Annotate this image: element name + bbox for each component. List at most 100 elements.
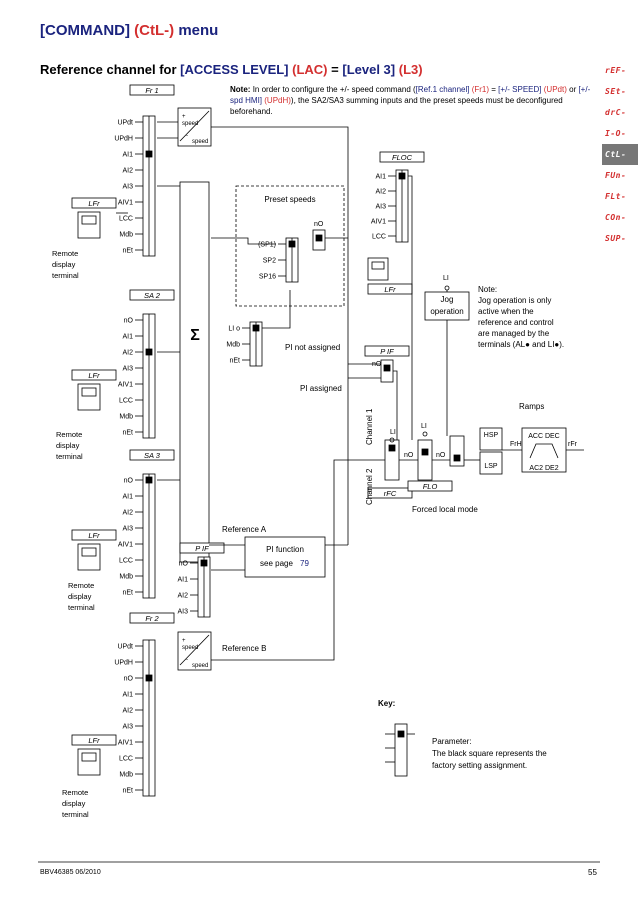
connector-line bbox=[408, 175, 413, 440]
fr2-switch-item: nO bbox=[124, 676, 134, 683]
side-menu-item[interactable]: drC- bbox=[605, 108, 627, 117]
jog-note-label: Note: bbox=[478, 285, 497, 294]
fr2-switch-item: AIV1 bbox=[118, 740, 133, 747]
lfr4-remote-label: display bbox=[62, 799, 86, 808]
fr2-switch-item: UPdH bbox=[114, 660, 133, 667]
floc-code: FLOC bbox=[392, 153, 413, 162]
channel1-label: Channel 1 bbox=[365, 408, 374, 445]
jog-label: Jog bbox=[441, 295, 454, 304]
fr1-switch-selected bbox=[145, 150, 153, 158]
diagram-label: FrH bbox=[510, 441, 522, 448]
fr2-switch-item: LCC bbox=[119, 756, 133, 763]
lfr3-remote-label: terminal bbox=[68, 603, 95, 612]
diagram-label: + bbox=[182, 638, 186, 644]
key-desc: factory setting assignment. bbox=[432, 761, 527, 770]
sa3-switch-selected bbox=[145, 476, 153, 484]
factory-setting-square bbox=[315, 234, 323, 242]
diagram-label: HSP bbox=[484, 432, 499, 439]
side-menu-item[interactable]: FUn- bbox=[605, 171, 627, 180]
fr1-box bbox=[129, 84, 175, 96]
sa3-switch-item: LCC bbox=[119, 558, 133, 565]
fr2-code: Fr 2 bbox=[145, 614, 159, 623]
diagram-label: nO bbox=[404, 452, 414, 459]
floc-lfr-code: LFr bbox=[384, 285, 396, 294]
jog-note-line: Jog operation is only bbox=[478, 296, 551, 305]
fr1-switch-item: AIV1 bbox=[118, 200, 133, 207]
fr1-switch-item: nEt bbox=[122, 248, 133, 255]
flo-code: FLO bbox=[423, 482, 438, 491]
lfr1-remote-label: Remote bbox=[52, 249, 78, 258]
pif-bottom-box bbox=[179, 542, 225, 554]
preset-switch-item: (SP1) bbox=[258, 242, 276, 249]
lfr3-terminal-screen bbox=[81, 547, 97, 557]
floc-terminal-screen bbox=[371, 261, 385, 270]
fr1-switch-item: Mdb bbox=[119, 232, 133, 239]
li-input bbox=[444, 285, 450, 291]
side-menu-item[interactable]: rEF- bbox=[605, 66, 627, 75]
fr2-switch-item: Mdb bbox=[119, 772, 133, 779]
jog-note-line: active when the bbox=[478, 307, 534, 316]
jog-note-line: terminals (AL● and LI●). bbox=[478, 340, 564, 349]
side-menu-item-active[interactable]: CtL- bbox=[602, 144, 638, 165]
floc-switch-item: AI3 bbox=[375, 204, 386, 211]
sa3-switch-item: AI1 bbox=[122, 494, 133, 501]
page-title: [COMMAND] (CtL-) menu bbox=[40, 22, 219, 39]
preset-speeds-label: Preset speeds bbox=[264, 195, 315, 204]
fr1-switch-item: AI3 bbox=[122, 184, 133, 191]
lsp-box bbox=[479, 451, 503, 475]
connector-line bbox=[179, 110, 210, 142]
floc-switch-selected bbox=[398, 172, 406, 180]
sa3-switch-item: AIV1 bbox=[118, 542, 133, 549]
jog-operation-label: operation bbox=[430, 307, 463, 316]
fr2-box bbox=[129, 612, 175, 624]
sa2-switch-item: nEt bbox=[122, 430, 133, 437]
preset-switch-item: SP16 bbox=[259, 274, 276, 281]
factory-setting-square bbox=[397, 730, 405, 738]
jog-switch bbox=[449, 435, 465, 467]
side-menu-item[interactable]: I-O- bbox=[605, 129, 627, 138]
see-page-label: see page bbox=[260, 559, 293, 568]
lfr2-lfr-box bbox=[71, 369, 117, 381]
lfr1-lfr-box bbox=[71, 197, 117, 209]
section-subtitle: Reference channel for [ACCESS LEVEL] (LA… bbox=[40, 62, 423, 77]
sa2-switch-item: LCC bbox=[119, 398, 133, 405]
diagram-label: speed bbox=[182, 645, 198, 651]
side-menu-item[interactable]: SEt- bbox=[605, 87, 627, 96]
diagram-label: nO bbox=[436, 452, 446, 459]
sa2-switch-item: nO bbox=[124, 318, 134, 325]
lfr4-remote-label: Remote bbox=[62, 788, 88, 797]
connector-line bbox=[211, 126, 349, 545]
sa2-switch-item: AI2 bbox=[122, 350, 133, 357]
summing-symbol: Σ bbox=[190, 327, 200, 344]
side-menu-item[interactable]: COn- bbox=[605, 213, 627, 222]
side-menu-item[interactable]: FLt- bbox=[605, 192, 627, 201]
fr2-switch-item: UPdt bbox=[117, 644, 133, 651]
side-menu-item[interactable]: SUP- bbox=[605, 234, 627, 243]
factory-setting-square bbox=[453, 454, 461, 462]
rfr-label: rFr bbox=[568, 441, 578, 448]
diagram-label: speed bbox=[182, 121, 198, 127]
li-input bbox=[422, 431, 428, 437]
pi-function-label: PI function bbox=[266, 545, 304, 554]
ramps-ac2-de2: AC2 DE2 bbox=[529, 465, 558, 472]
flo-switch bbox=[417, 439, 433, 481]
lfr1-remote-label: display bbox=[52, 260, 76, 269]
lfr1-terminal-screen bbox=[81, 215, 97, 225]
pif-bottom-switch-item: nO bbox=[179, 561, 189, 568]
reference-b-label: Reference B bbox=[222, 644, 266, 653]
fr2-switch-item: nEt bbox=[122, 788, 133, 795]
lfr3-remote-label: display bbox=[68, 592, 92, 601]
pi-function-box bbox=[244, 536, 326, 578]
sa2-switch-item: AI3 bbox=[122, 366, 133, 373]
side-menu: rEF- SEt- drC- I-O- CtL- FUn- FLt- COn- … bbox=[602, 60, 638, 249]
diagram-label: LSP bbox=[484, 463, 498, 470]
diagram-label: - bbox=[186, 133, 188, 139]
fr1-switch-item: AI1 bbox=[122, 152, 133, 159]
jog-li-label: LI bbox=[443, 275, 449, 282]
lfr2-remote-label: terminal bbox=[56, 452, 83, 461]
fr2-switch-selected bbox=[145, 674, 153, 682]
pif-bottom-switch-item: AI2 bbox=[177, 593, 188, 600]
factory-setting-square bbox=[388, 444, 396, 452]
fr1-switch-item: AI2 bbox=[122, 168, 133, 175]
